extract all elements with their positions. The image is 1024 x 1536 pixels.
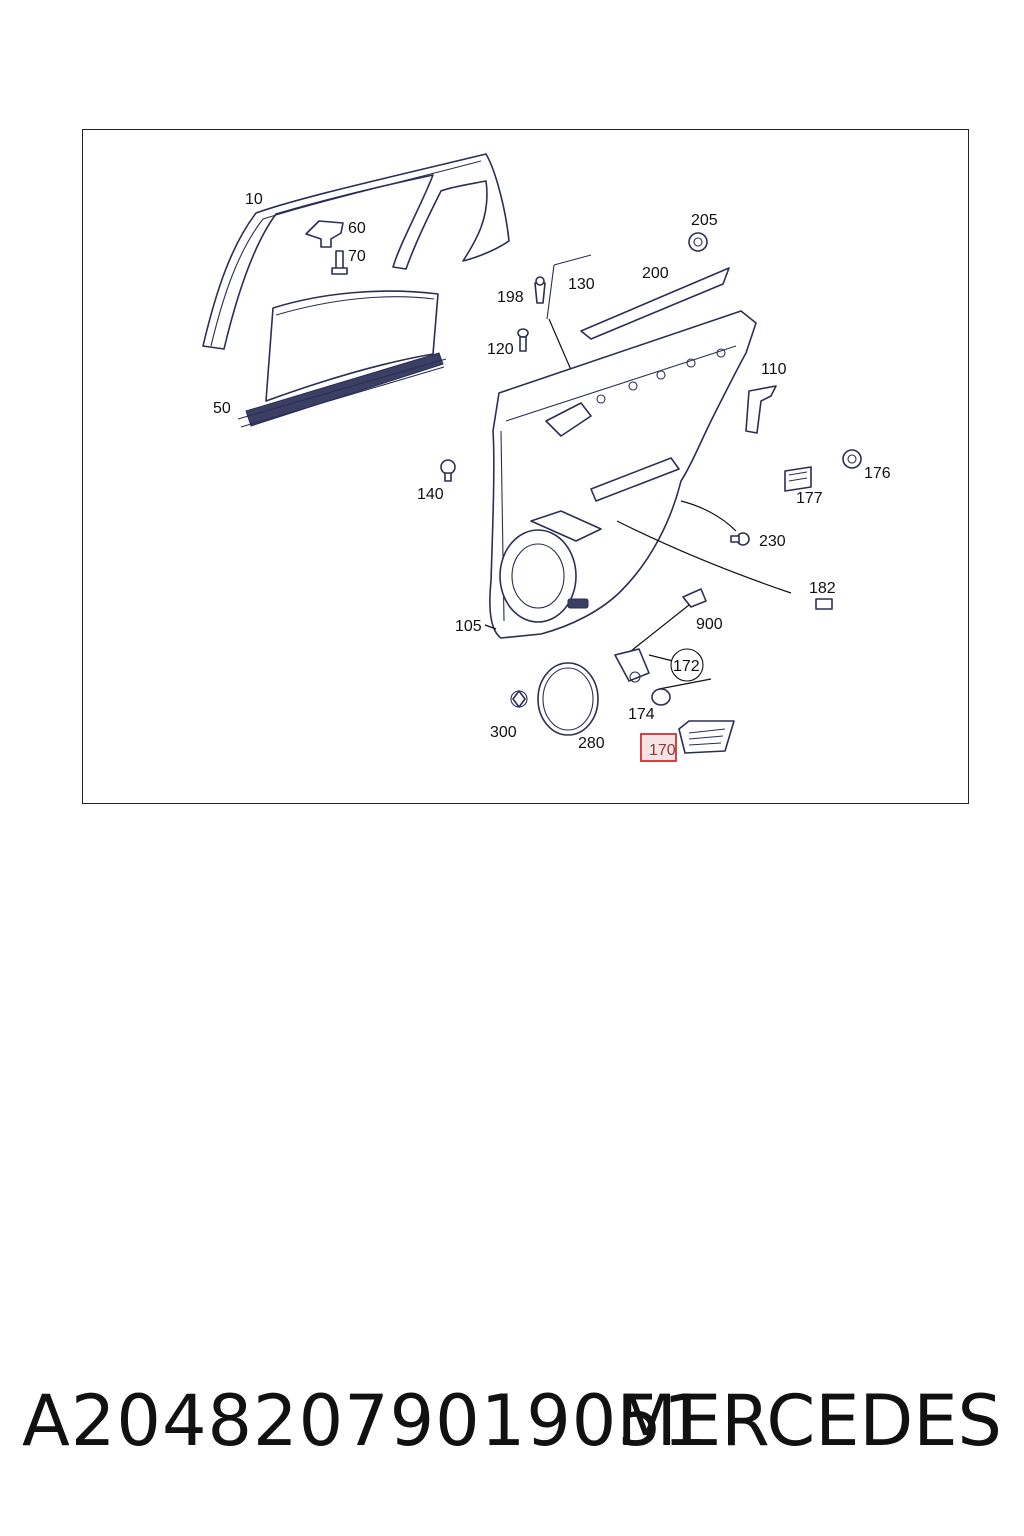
- callout-205: 205: [691, 212, 718, 229]
- part-174-bulb: [651, 688, 671, 706]
- part-900-connector: [630, 588, 707, 652]
- callout-900: 900: [696, 616, 723, 633]
- leader-105: [484, 624, 497, 630]
- callout-198: 198: [497, 289, 524, 306]
- callout-120: 120: [487, 341, 514, 358]
- callout-182: 182: [809, 580, 836, 597]
- callout-50: 50: [213, 400, 231, 417]
- panel-switch-row: [596, 348, 726, 404]
- part-105-door-panel: [489, 310, 757, 639]
- part-50-sunblind: [237, 290, 447, 428]
- part-120-bolt: [517, 328, 529, 352]
- callout-172: 172: [673, 658, 700, 675]
- part-10-window-frame-trim: [202, 153, 510, 350]
- callout-174: 174: [628, 706, 655, 723]
- leader-230: [680, 500, 737, 532]
- part-177-insert: [784, 466, 812, 492]
- callout-130: 130: [568, 276, 595, 293]
- part-230-screw: [730, 532, 750, 546]
- part-280-speaker-grille: [537, 662, 599, 736]
- callout-170: 170: [649, 742, 676, 759]
- part-200-trim-strip: [580, 267, 730, 340]
- part-176-nut: [842, 449, 862, 469]
- diagram-frame: 10 60 70 50 205 200 130 198 120 110 176 …: [82, 129, 969, 804]
- footer: A20482079019051 MERCEDES: [0, 1380, 1024, 1470]
- callout-200: 200: [642, 265, 669, 282]
- part-70-screw: [331, 250, 348, 275]
- callout-230: 230: [759, 533, 786, 550]
- part-110-bracket: [745, 385, 777, 434]
- callout-70: 70: [348, 248, 366, 265]
- part-60-clip: [305, 220, 344, 248]
- callout-10: 10: [245, 191, 263, 208]
- part-170-handle-cover: [678, 720, 735, 754]
- callout-105: 105: [455, 618, 482, 635]
- callout-110: 110: [761, 361, 787, 378]
- part-140-clip: [440, 459, 456, 482]
- callout-280: 280: [578, 735, 605, 752]
- callout-300: 300: [490, 724, 517, 741]
- part-198-pin: [534, 276, 546, 304]
- part-182-clip: [815, 598, 833, 610]
- brand-name: MERCEDES: [616, 1380, 1002, 1462]
- exploded-parts-diagram: 10 60 70 50 205 200 130 198 120 110 176 …: [202, 153, 891, 762]
- highlight-box-170: [640, 733, 677, 762]
- part-205-grommet: [688, 232, 708, 252]
- cable-line: [616, 520, 792, 594]
- callout-176: 176: [864, 465, 891, 482]
- callout-60: 60: [348, 220, 366, 237]
- part-172-switch: [614, 648, 712, 690]
- part-300-nut: [510, 690, 528, 708]
- callout-172-circle: [670, 648, 704, 682]
- callout-140: 140: [417, 486, 444, 503]
- callout-177: 177: [796, 490, 823, 507]
- part-number: A20482079019051: [22, 1380, 709, 1462]
